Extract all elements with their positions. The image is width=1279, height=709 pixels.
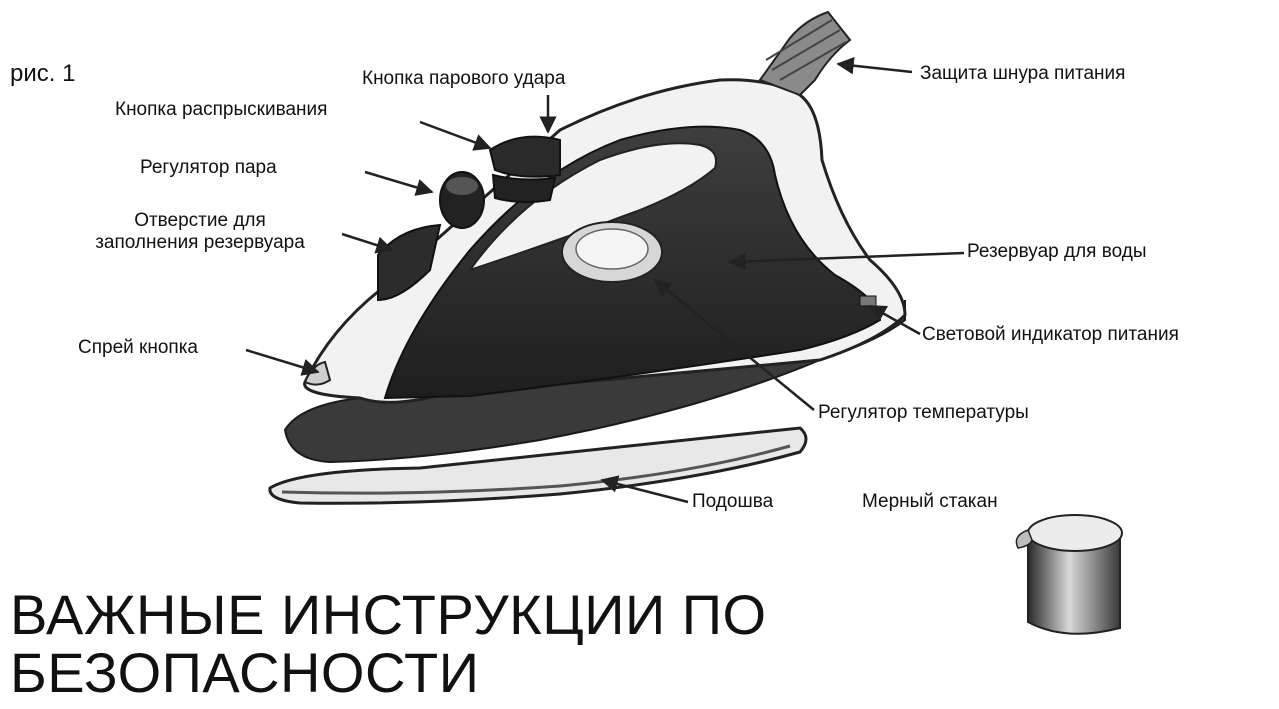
label-measuring-cup: Мерный стакан: [862, 491, 998, 512]
label-soleplate: Подошва: [692, 491, 774, 512]
label-water-tank: Резервуар для воды: [967, 241, 1147, 262]
leader-arrows: [245, 56, 965, 504]
safety-heading: ВАЖНЫЕ ИНСТРУКЦИИ ПО БЕЗОПАСНОСТИ: [10, 586, 767, 702]
label-spray-mist-button: Кнопка распрыскивания: [115, 99, 328, 120]
label-fill-opening-line1: Отверстие для: [134, 210, 266, 231]
label-cord-protector: Защита шнура питания: [920, 63, 1126, 84]
arrow-steam-regulator: [364, 170, 434, 196]
arrow-temperature: [653, 278, 815, 411]
spray-mist-button-shape: [491, 173, 557, 204]
safety-heading-line2: БЕЗОПАСНОСТИ: [10, 641, 480, 704]
label-fill-opening-line2: заполнения резервуара: [95, 232, 305, 253]
figure-label: рис. 1: [10, 60, 76, 87]
measuring-cup-illustration: [1015, 514, 1123, 635]
arrow-water-tank: [728, 251, 965, 271]
label-temperature-control: Регулятор температуры: [818, 402, 1029, 423]
label-steam-regulator: Регулятор пара: [140, 157, 277, 178]
steam-burst-button-shape: [488, 135, 561, 178]
soleplate-shape: [268, 426, 808, 505]
label-spray-button: Спрей кнопка: [78, 337, 198, 358]
arrow-spray-mist: [419, 120, 492, 151]
iron-illustration: [268, 10, 907, 505]
arrow-power-indicator: [868, 304, 921, 336]
cord-protector-shape: [758, 10, 852, 97]
label-fill-opening: Отверстие для заполнения резервуара: [55, 210, 345, 254]
arrow-cord-protector: [836, 56, 913, 75]
arrow-spray-button: [245, 348, 320, 376]
power-light-shape: [859, 295, 877, 307]
label-power-indicator: Световой индикатор питания: [922, 324, 1179, 345]
arrow-soleplate: [600, 475, 689, 504]
safety-heading-line1: ВАЖНЫЕ ИНСТРУКЦИИ ПО: [10, 583, 767, 646]
label-steam-burst-button: Кнопка парового удара: [362, 68, 566, 89]
arrow-fill-opening: [341, 232, 394, 254]
spray-nozzle-shape: [303, 360, 332, 386]
